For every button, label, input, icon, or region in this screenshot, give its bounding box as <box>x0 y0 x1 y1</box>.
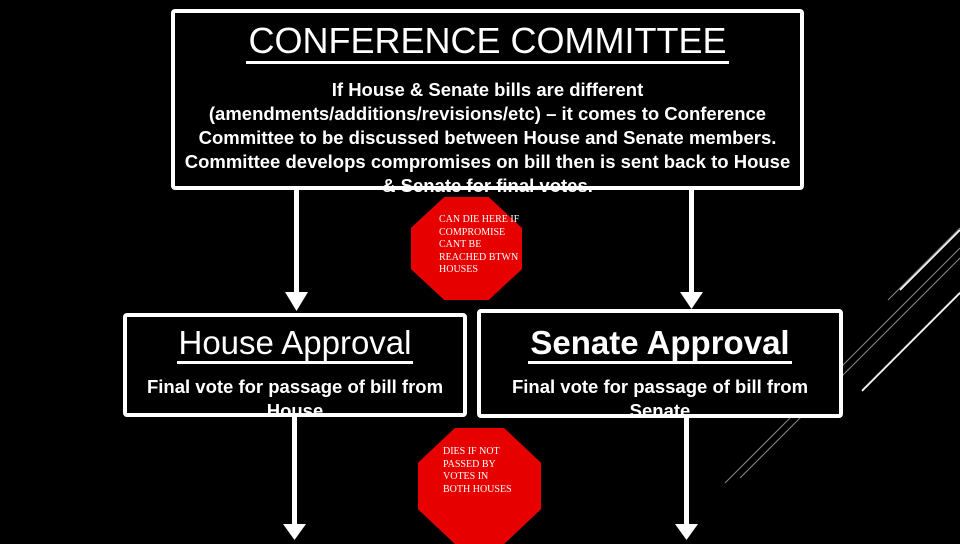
conference-committee-title: CONFERENCE COMMITTEE <box>246 21 729 64</box>
arrow-conference-to-senate <box>680 190 703 309</box>
house-approval-description: Final vote for passage of bill from Hous… <box>146 376 444 421</box>
stop-sign-votes-label: DIES IF NOT PASSED BY VOTES IN BOTH HOUS… <box>443 446 512 495</box>
house-approval-title: House Approval <box>176 325 414 364</box>
arrow-house-down <box>283 417 306 540</box>
senate-approval-description: Final vote for passage of bill from Sena… <box>511 376 809 421</box>
senate-approval-box: Senate Approval Final vote for passage o… <box>477 309 843 421</box>
decorative-diagonal-lines-bright <box>861 229 960 392</box>
house-approval-box: House Approval Final vote for passage of… <box>123 313 467 421</box>
senate-approval-title: Senate Approval <box>528 325 792 364</box>
arrow-senate-down <box>675 418 698 540</box>
stop-sign-compromise-label: CAN DIE HERE IF COMPROMISE CANT BE REACH… <box>439 214 520 275</box>
conference-committee-description: If House & Senate bills are different (a… <box>184 79 791 196</box>
arrow-conference-to-house <box>285 190 308 311</box>
stop-sign-votes <box>418 428 541 544</box>
conference-committee-box: CONFERENCE COMMITTEE If House & Senate b… <box>171 9 804 196</box>
stop-sign-compromise <box>411 197 522 300</box>
